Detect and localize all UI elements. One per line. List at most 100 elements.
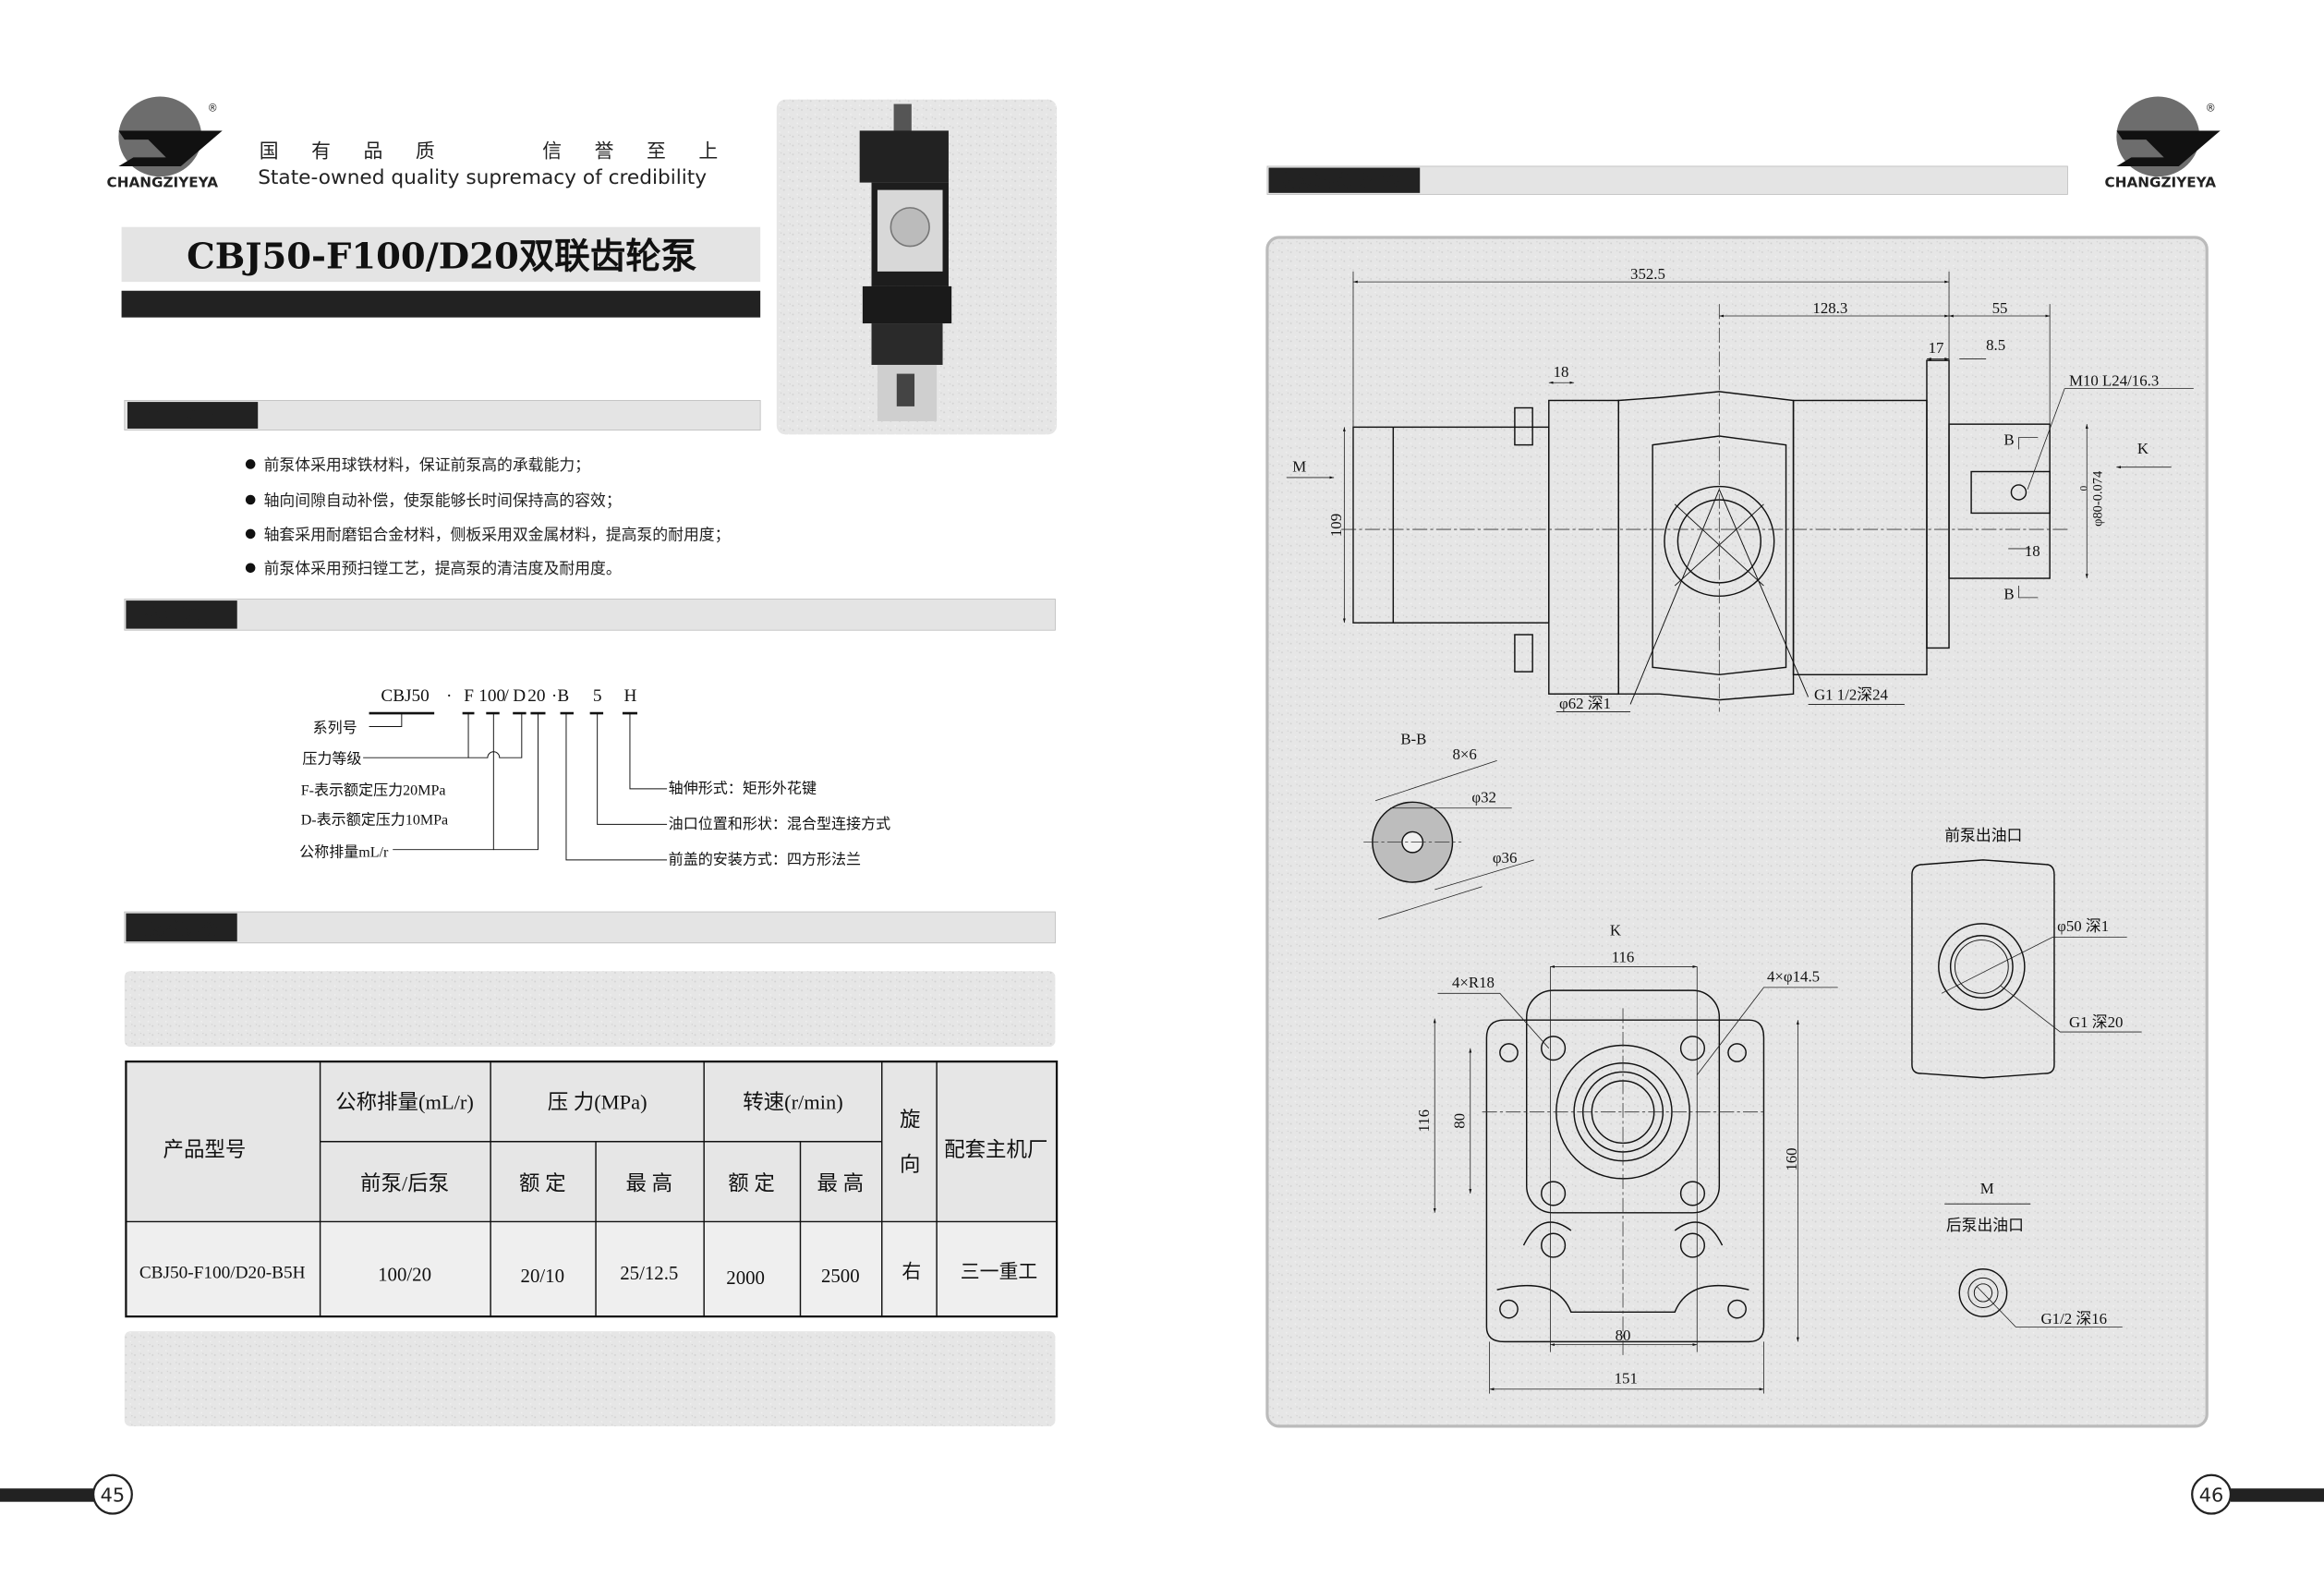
th-max-pressure: 最 高 [626,1172,673,1195]
brand-name: CHANGZIYEYA [107,174,219,190]
section-b-top: B [2003,431,2014,449]
side-view-drawing: 352.5 128.3 55 17 8.5 18 18 M10 L24/16.3… [1286,265,2194,712]
section-bb-drawing: B-B 8×6 φ32 φ36 [1363,731,1534,920]
model-label-bg [126,600,237,629]
th-front-rear: 前泵/后泵 [360,1172,449,1195]
th-rotation-2: 向 [900,1153,920,1176]
dim-128: 128.3 [1812,299,1847,317]
th-rated-speed: 额 定 [728,1172,775,1195]
registered-mark: ® [2206,103,2216,115]
features-heading: 产品特点 [144,406,218,428]
dim-8-5: 8.5 [1986,336,2005,354]
label-bb: B-B [1400,731,1426,748]
label-d: D-表示额定压力10MPa [301,811,448,828]
feature-list: 前泵体采用球铁材料，保证前泵高的承载能力； 轴向间隙自动补偿，使泵能够长时间保持… [245,455,731,577]
page-number-circle-right [2191,1473,2233,1515]
table-row: CBJ50-F100/D20-B5H 100/20 20/10 25/12.5 … [139,1260,1037,1288]
th-pressure: 压 力(MPa) [548,1090,648,1113]
dim-55: 55 [1992,299,2008,317]
code-series: CBJ50 [381,686,429,706]
dim-holes: 4×φ14.5 [1767,967,1820,985]
texture-block-top [124,971,1056,1048]
page-bar-right [2230,1488,2324,1502]
dim-g1: G1 深20 [2069,1013,2123,1031]
code-b: ·B [551,686,569,706]
page-bar-left [0,1488,95,1502]
front-outlet-drawing: 前泵出油口 φ50 深1 G1 深20 [1911,827,2142,1079]
label-m-view: M [1980,1180,1994,1197]
slogan-cn-left: 国 有 品 质 [260,139,448,162]
label-mount: 前盖的安装方式：四方形法兰 [669,852,861,868]
dim-overall: 352.5 [1630,265,1665,283]
feature-item: 轴向间隙自动补偿，使泵能够长时间保持高的容效； [264,491,622,509]
dim-port-thread: G1 1/2深24 [1814,686,1889,704]
th-displacement: 公称排量(mL/r) [335,1090,474,1113]
th-speed: 转速(r/min) [743,1090,843,1113]
code-f: F [464,686,474,706]
logo-mark-icon [118,130,223,166]
th-model: 产品型号 [163,1138,247,1161]
dim-phi32: φ32 [1471,788,1496,806]
code-slash: / [504,686,510,706]
slogan-en: State-owned quality supremacy of credibi… [258,166,707,189]
drawing-heading: 安装连接尺寸图 [1277,170,1402,191]
code-h: H [624,686,637,706]
dim-v116: 116 [1415,1109,1433,1133]
code-20: 20 [527,686,545,706]
specs-label-bg [126,913,237,942]
dim-phi36: φ36 [1493,849,1518,867]
slogan-cn-right: 信 誉 至 上 [542,139,731,162]
rear-outlet-drawing: M 后泵出油口 G1/2 深16 [1944,1180,2123,1327]
dim-k-116: 116 [1612,949,1635,966]
label-shaft: 轴伸形式：矩形外花键 [669,781,817,797]
drawing-panel [1265,236,2209,1428]
k-view-drawing: K 116 4×R18 4×φ14.5 80 151 116 80 160 [1415,922,1838,1394]
logo-mark-icon [2116,130,2221,166]
dim-thread: M10 L24/16.3 [2069,371,2159,389]
feature-item: 前泵体采用预扫镗工艺，提高泵的清洁度及耐用度。 [264,559,622,577]
specs-heading: 技术规格 [144,916,218,939]
specs-band [124,911,1056,944]
page-number-left: 45 [101,1485,126,1507]
code-d: D [513,686,526,706]
cell-oem: 三一重工 [961,1260,1037,1282]
dim-spline: 8×6 [1453,746,1477,763]
model-heading: 型号说明 [144,604,218,626]
label-front-outlet: 前泵出油口 [1944,827,2022,844]
cell-model: CBJ50-F100/D20-B5H [139,1263,306,1282]
th-oem: 配套主机厂 [944,1138,1047,1161]
dim-g12: G1/2 深16 [2041,1310,2108,1327]
dim-shaft-diameter: φ80-0.074 [2090,471,2105,527]
brand-logo-left: ® CHANGZIYEYA [107,96,223,190]
dim-109: 109 [1327,514,1345,537]
dim-r18: 4×R18 [1452,974,1495,991]
page-number-right: 46 [2199,1485,2224,1507]
title-band [121,226,761,283]
model-band [124,599,1056,631]
label-k-view: K [1610,922,1621,939]
dim-18-b: 18 [2025,542,2040,560]
section-b-bottom: B [2003,585,2014,602]
cell-max-pressure: 25/12.5 [620,1262,678,1284]
feature-item: 前泵体采用球铁材料，保证前泵高的承载能力； [264,455,590,474]
label-displacement: 公称排量mL/r [299,844,389,861]
dim-h151: 151 [1615,1369,1638,1387]
label-pressure-grade: 压力等级 [302,751,361,768]
cell-rated-pressure: 20/10 [521,1265,564,1287]
dim-18-a: 18 [1554,363,1569,381]
dim-v80: 80 [1450,1113,1468,1129]
spec-table: 产品型号 公称排量(mL/r) 压 力(MPa) 转速(r/min) 旋 向 配… [125,1061,1059,1318]
features-label-bg [127,402,259,429]
dim-v160: 160 [1783,1147,1800,1170]
registered-mark: ® [208,103,218,115]
cell-rated-speed: 2000 [726,1267,765,1289]
label-port: 油口位置和形状：混合型连接方式 [669,816,890,832]
page-number-circle-left [91,1473,133,1515]
feature-item: 轴套采用耐磨铝合金材料，侧板采用双金属材料，提高泵的耐用度； [264,525,731,543]
code-dot: · [446,686,452,706]
dim-port-face: φ62 深1 [1559,695,1611,712]
view-arrow-k: K [2137,440,2148,457]
model-code-diagram: CBJ50 · F 100 / D 20 ·B 5 H [299,686,890,868]
label-f: F-表示额定压力20MPa [301,782,446,798]
